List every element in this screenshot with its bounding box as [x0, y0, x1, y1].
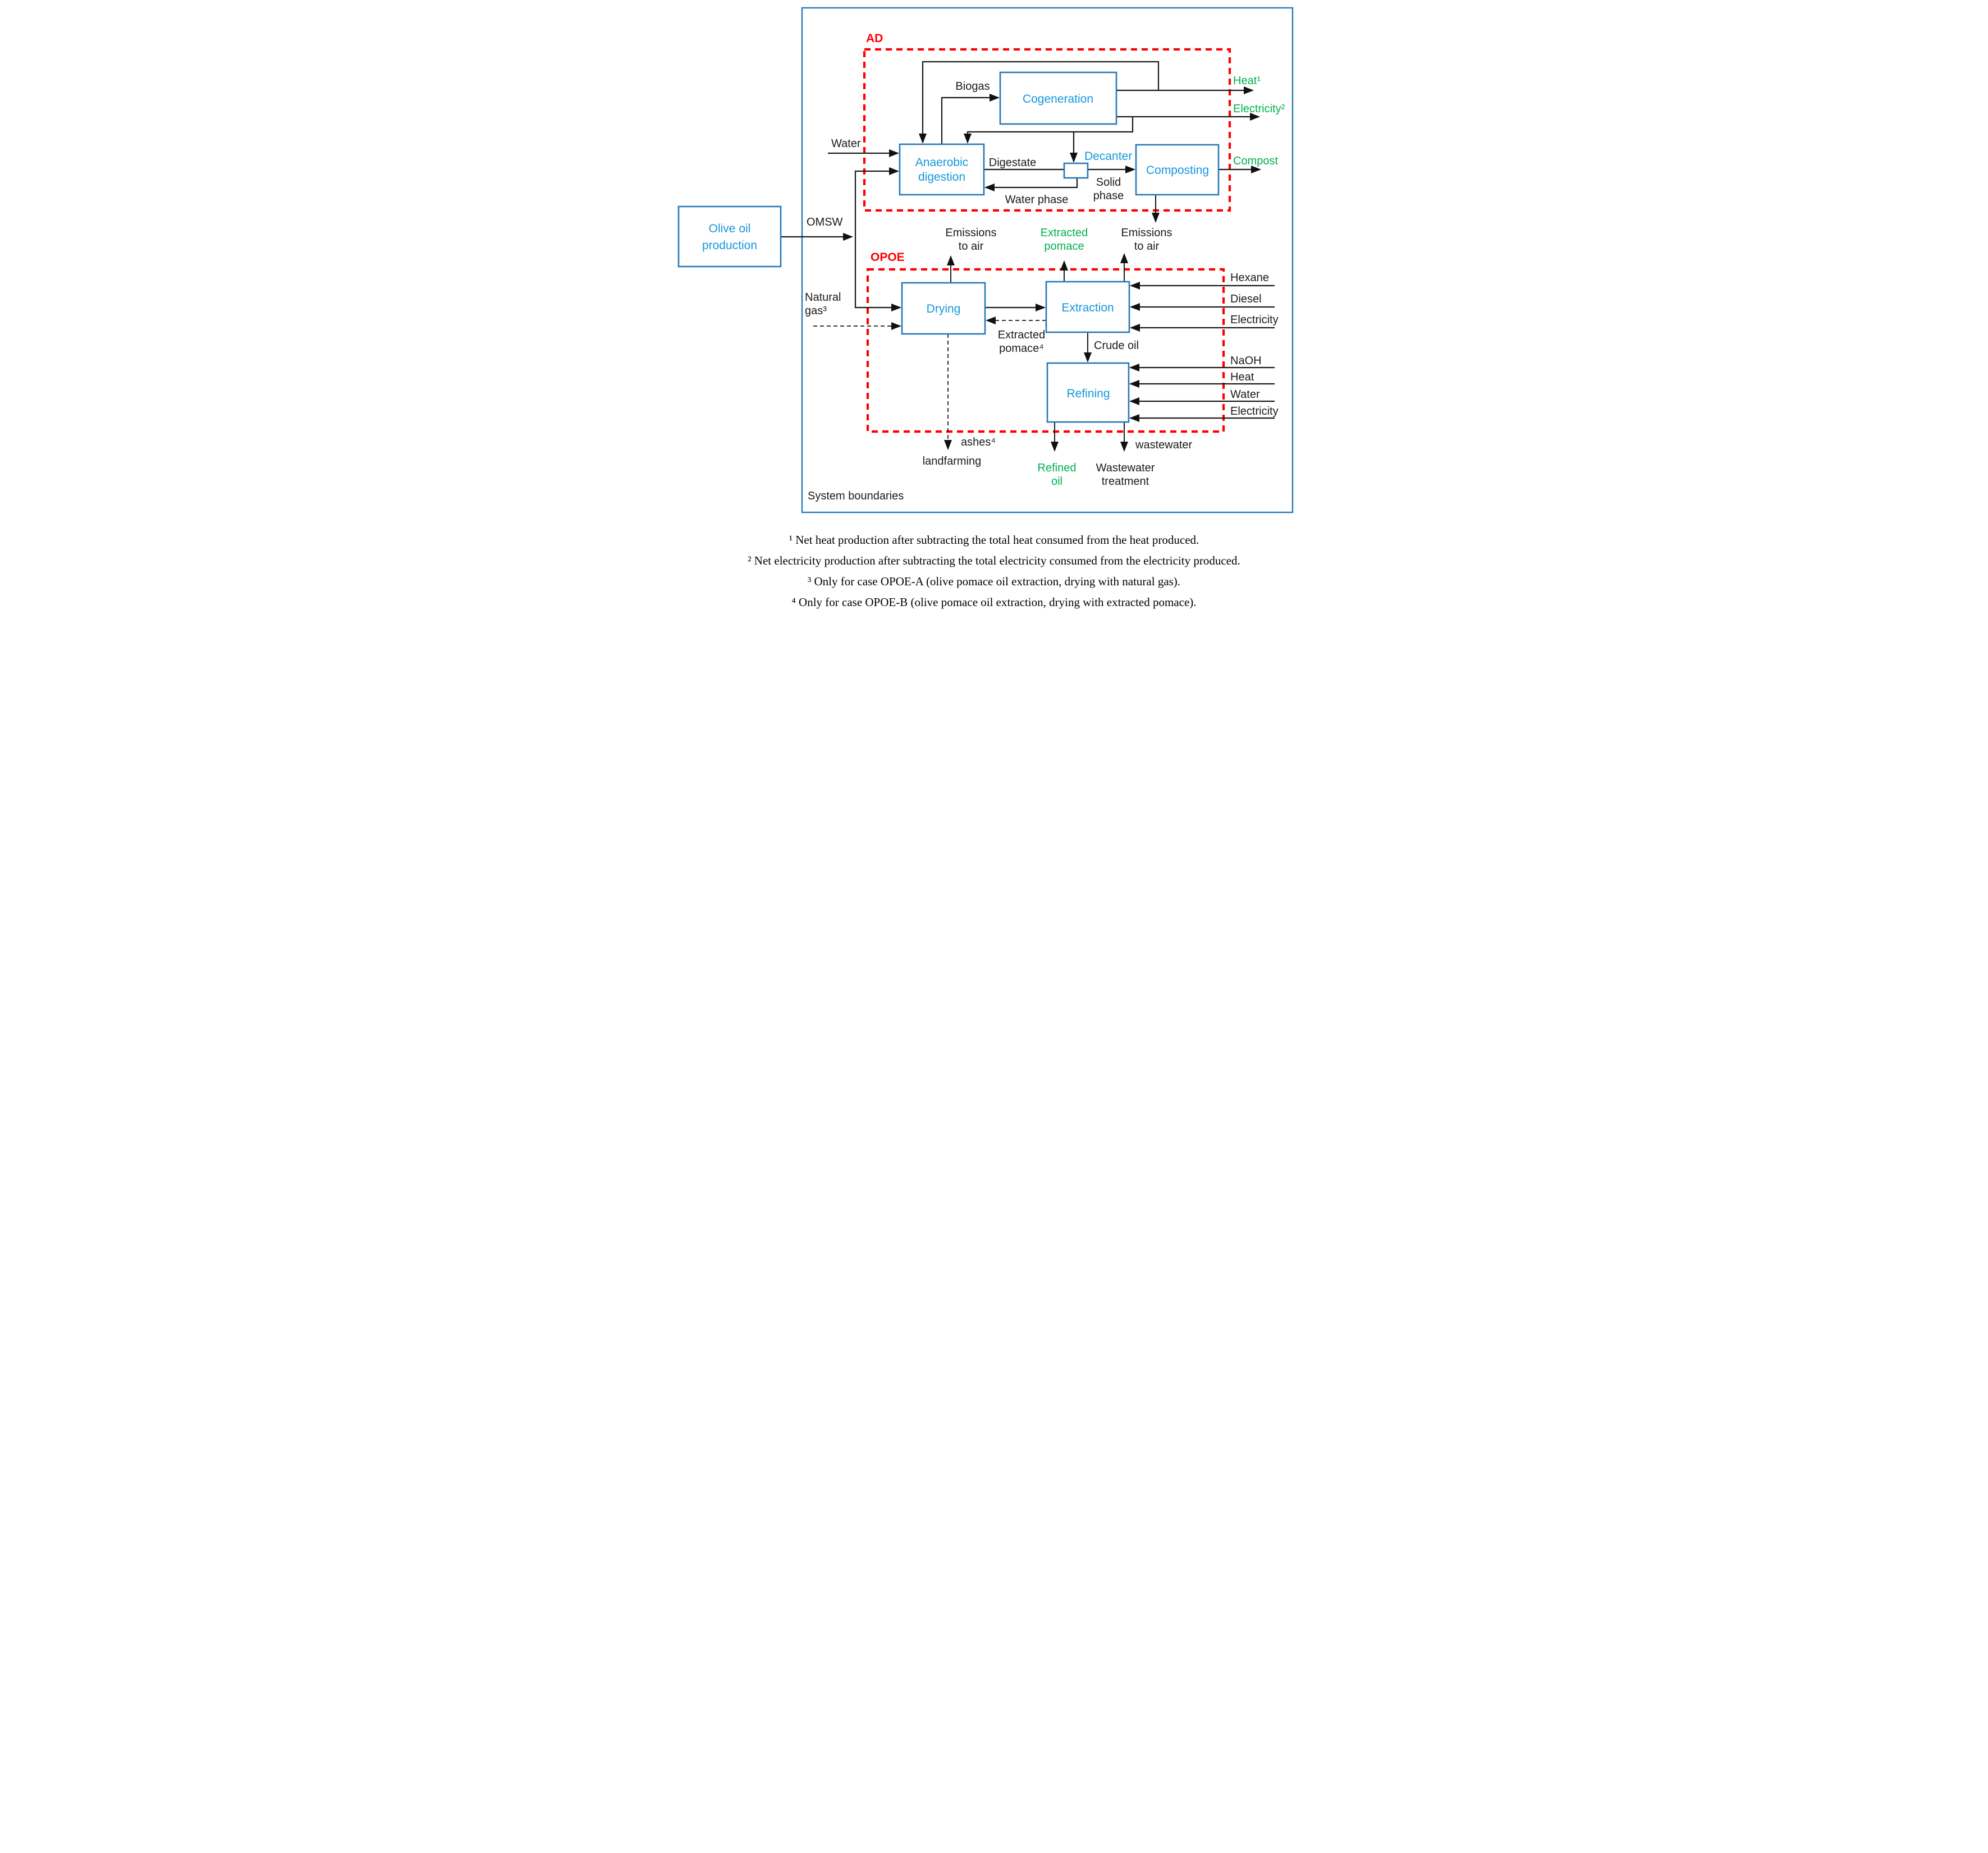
olive-oil-production-label-line1: Olive oil [708, 222, 750, 235]
extracted-pomace-recycle-label-line1: Extracted [997, 329, 1045, 341]
emissions-right-label-line2: to air [1134, 240, 1159, 253]
water-refining-label: Water [1230, 388, 1260, 401]
opoe-subsystem-label: OPOE [871, 251, 905, 264]
wastewater-treatment-label-line2: treatment [1101, 475, 1149, 488]
cogeneration-label: Cogeneration [1022, 93, 1093, 106]
solid-phase-label-line2: phase [1093, 190, 1124, 202]
wastewater-treatment-label-line1: Wastewater [1096, 462, 1155, 474]
ad-subsystem-boundary [863, 48, 1231, 212]
extraction-label: Extraction [1061, 301, 1114, 314]
olive-oil-production-box [677, 205, 781, 268]
digestate-label: Digestate [988, 157, 1036, 169]
extraction-box [1045, 281, 1130, 333]
extracted-pomace-output-label-line2: pomace [1044, 240, 1084, 253]
omsw-to-drying-arrow [854, 237, 901, 311]
cogeneration-box [999, 71, 1117, 125]
emissions-right-label-line1: Emissions [1121, 227, 1172, 239]
water-phase-label: Water phase [1005, 194, 1068, 206]
refining-label: Refining [1066, 387, 1110, 400]
electricity-output-label: Electricity² [1233, 103, 1285, 115]
system-boundary-label: System boundaries [808, 490, 904, 502]
landfarming-label: landfarming [922, 455, 981, 467]
solid-phase-label-line1: Solid [1096, 176, 1120, 189]
natural-gas-label-line1: Natural [805, 291, 841, 304]
omsw-to-ad-arrow [854, 167, 899, 237]
diagram-page: System boundaries AD OPOE Olive oil prod… [663, 0, 1326, 618]
wastewater-label: wastewater [1135, 439, 1192, 451]
refining-box [1046, 362, 1129, 423]
decanter-label: Decanter [1084, 150, 1132, 163]
crude-oil-label: Crude oil [1094, 340, 1139, 352]
biogas-label: Biogas [955, 80, 990, 93]
naoh-label: NaOH [1230, 355, 1262, 367]
emissions-left-label-line1: Emissions [945, 227, 996, 239]
composting-box [1135, 144, 1219, 196]
anaerobic-digestion-label-line1: Anaerobic [915, 156, 968, 169]
footnote-3: ³ Only for case OPOE-A (olive pomace oil… [807, 575, 1180, 588]
decanter-box [1063, 162, 1088, 179]
footnote-4: ⁴ Only for case OPOE-B (olive pomace oil… [791, 595, 1196, 609]
omsw-label: OMSW [807, 216, 843, 228]
heat-refining-label: Heat [1230, 371, 1254, 383]
footnote-1: ¹ Net heat production after subtracting … [789, 533, 1199, 547]
refined-oil-label-line2: oil [1051, 475, 1062, 488]
heat-recycle-to-ad-arrow [918, 61, 1159, 144]
drying-label: Drying [926, 302, 960, 315]
water-phase-arrow [984, 178, 1078, 191]
natural-gas-label-line2: gas³ [805, 305, 827, 317]
extracted-pomace-output-label-line1: Extracted [1040, 227, 1087, 239]
anaerobic-digestion-box [899, 143, 984, 196]
refined-oil-label-line1: Refined [1037, 462, 1076, 474]
heat-output-label: Heat¹ [1233, 75, 1261, 87]
ashes-label: ashes⁴ [961, 436, 996, 448]
compost-label: Compost [1233, 155, 1278, 167]
opoe-subsystem-boundary [866, 268, 1225, 433]
electricity-recycle-to-ad-arrow [963, 117, 1133, 144]
emissions-left-label-line2: to air [958, 240, 983, 253]
water-label: Water [831, 137, 861, 150]
footnote-2: ² Net electricity production after subtr… [748, 554, 1240, 567]
olive-oil-production-label-line2: production [702, 239, 757, 252]
process-flow-diagram: System boundaries AD OPOE Olive oil prod… [677, 7, 1293, 609]
diesel-label: Diesel [1230, 293, 1262, 305]
anaerobic-digestion-label-line2: digestion [918, 171, 965, 184]
electricity-refining-label: Electricity [1230, 405, 1279, 418]
ad-subsystem-label: AD [866, 32, 883, 45]
drying-box [901, 282, 986, 335]
biogas-arrow [941, 94, 1000, 144]
system-boundary-box [801, 7, 1293, 513]
hexane-label: Hexane [1230, 272, 1269, 284]
electricity-extraction-label: Electricity [1230, 314, 1279, 326]
extracted-pomace-recycle-label-line2: pomace⁴ [999, 342, 1044, 355]
composting-label: Composting [1146, 164, 1208, 177]
